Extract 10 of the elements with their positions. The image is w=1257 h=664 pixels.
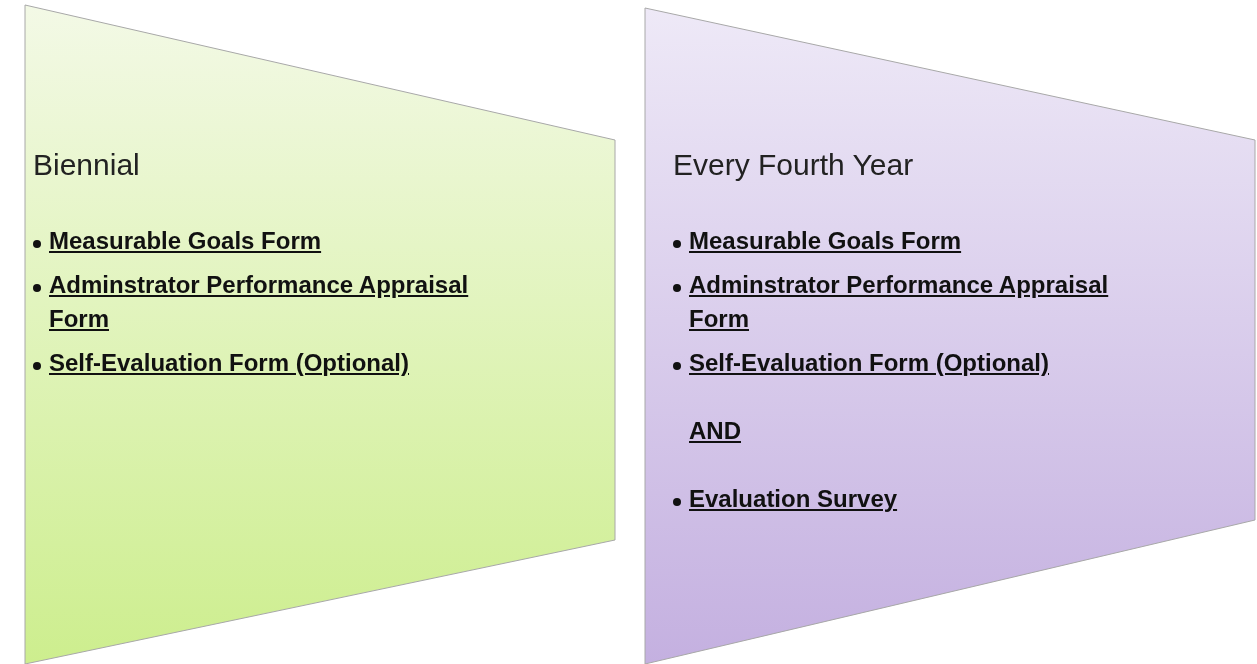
list-item: Evaluation Survey (689, 484, 899, 514)
heading: Every Fourth Year (673, 148, 914, 182)
list-item: Measurable Goals Form (49, 226, 323, 256)
list-item: Measurable Goals Form (689, 226, 963, 256)
list-item: Adminstrator Performance Appraisal Form (49, 270, 470, 334)
connector-word: AND (689, 416, 742, 446)
list-item: Self-Evaluation Form (Optional) (49, 348, 410, 378)
list-item: Adminstrator Performance Appraisal Form (689, 270, 1110, 334)
heading: Biennial (33, 148, 140, 182)
list-item: Self-Evaluation Form (Optional) (689, 348, 1050, 378)
